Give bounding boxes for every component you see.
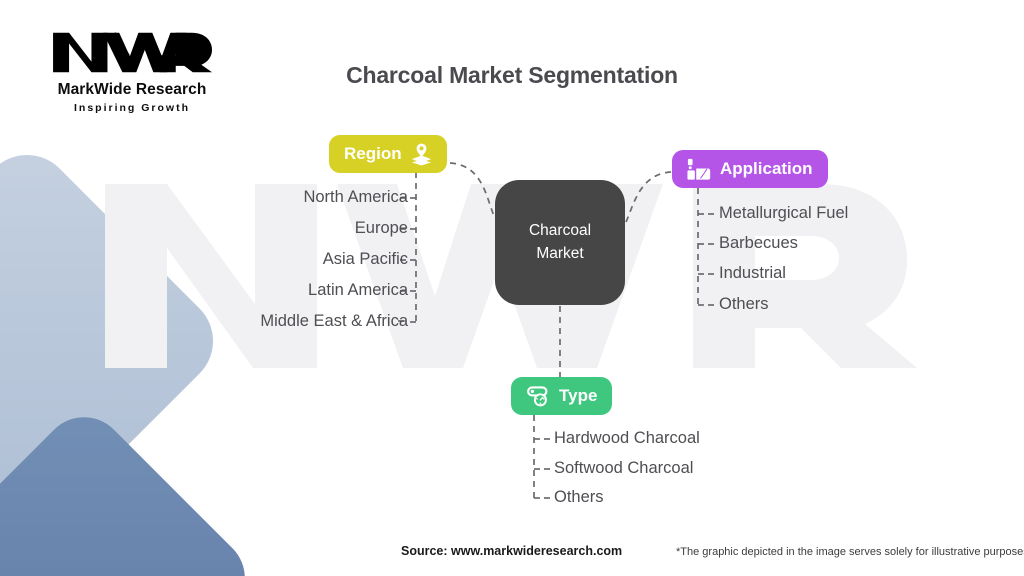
list-item: North America [303, 188, 408, 206]
mwr-watermark [105, 176, 1024, 376]
center-node-line1: Charcoal [528, 222, 592, 240]
list-item: Barbecues [719, 234, 798, 252]
branch-label-region: Region [344, 144, 402, 163]
brand-tagline: Inspiring Growth [74, 102, 190, 114]
branch-badge-type[interactable]: Type [511, 377, 613, 415]
list-item: Softwood Charcoal [554, 459, 694, 477]
branch-label-type: Type [559, 386, 598, 405]
list-item: Europe [354, 219, 408, 237]
list-item: Others [719, 295, 769, 313]
source-text: Source: www.markwideresearch.com [401, 544, 623, 558]
list-item: Middle East & Africa [260, 312, 408, 330]
list-item: Asia Pacific [322, 250, 408, 268]
gauge-meter-icon [526, 385, 550, 407]
branch-badge-application[interactable]: Application [672, 150, 828, 188]
center-node: Charcoal Market [495, 180, 625, 305]
list-item: Latin America [308, 281, 408, 299]
page-title: Charcoal Market Segmentation [346, 62, 678, 88]
center-node-line2: Market [536, 244, 584, 262]
disclaimer-text: *The graphic depicted in the image serve… [676, 546, 1024, 558]
map-pin-layers-icon [411, 143, 432, 166]
mwr-monogram-icon [53, 31, 212, 73]
brand-logo: MarkWide Research Inspiring Growth [32, 24, 232, 116]
list-item: Others [554, 488, 604, 506]
branch-label-application: Application [720, 159, 813, 178]
branch-badge-region[interactable]: Region [329, 135, 447, 173]
branch-items-application: Metallurgical Fuel Barbecues Industrial … [719, 205, 1019, 320]
list-item: Metallurgical Fuel [719, 204, 849, 222]
branch-items-region: North America Europe Asia Pacific Latin … [0, 189, 408, 334]
list-item: Industrial [719, 264, 786, 282]
list-item: Hardwood Charcoal [554, 429, 700, 447]
branch-items-type: Hardwood Charcoal Softwood Charcoal Othe… [554, 430, 854, 515]
factory-leaf-icon [687, 157, 711, 181]
brand-name: MarkWide Research [57, 81, 207, 98]
